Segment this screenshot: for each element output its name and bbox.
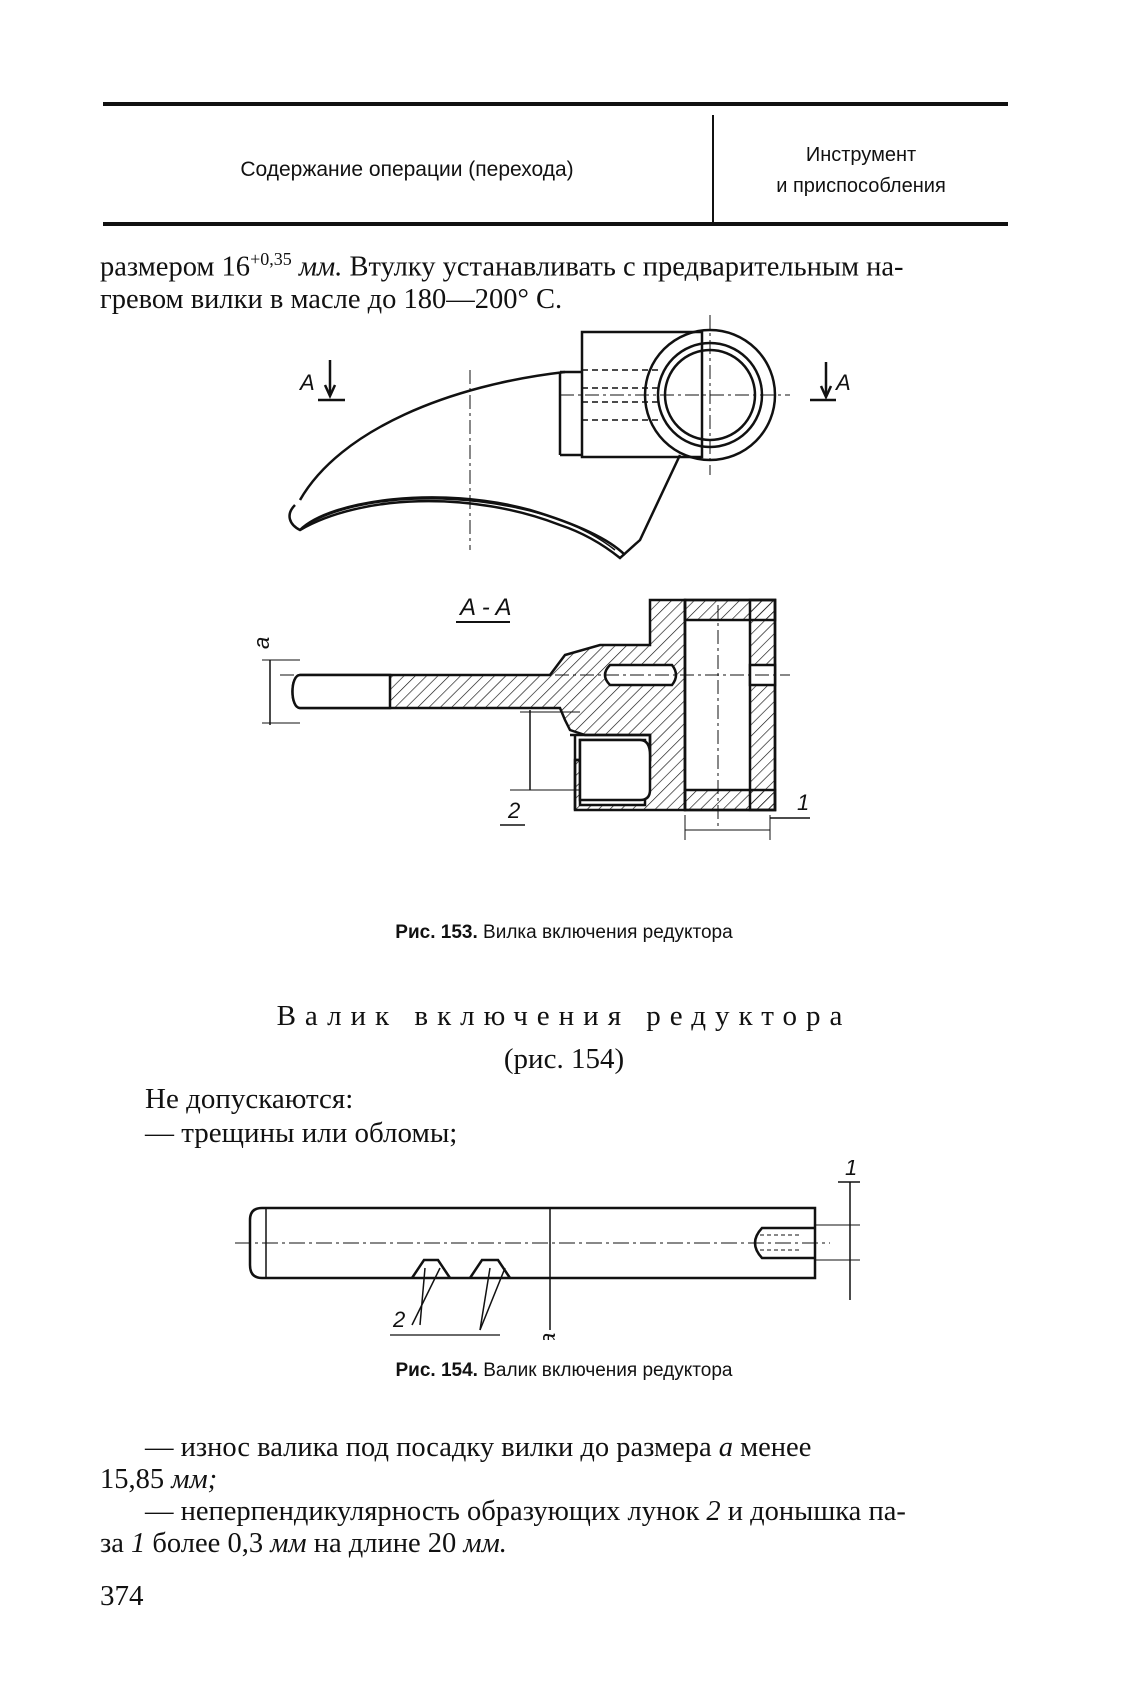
header-top-rule — [103, 102, 1008, 106]
defect-item-3: — неперпендикулярность образующих лунок … — [100, 1496, 1010, 1560]
defect-item-2-line-1: — износ валика под посадку вилки до разм… — [145, 1432, 812, 1463]
header-bottom-rule — [103, 222, 1008, 226]
header-column-divider — [712, 115, 714, 223]
fig153-label-2: 2 — [507, 798, 520, 823]
fig154-caption: Рис. 154. Валик включения редуктора — [395, 1360, 733, 1381]
section-mark-left: A — [298, 370, 315, 395]
defect-item-3-line-2: за 1 более 0,3 мм на длине 20 мм. — [100, 1528, 507, 1559]
not-allowed-heading: Не допускаются: — [145, 1083, 354, 1115]
fig153-label-1: 1 — [797, 790, 809, 815]
section-mark-right: A — [834, 370, 851, 395]
intro-line-2: гревом вилки в масле до 180—200° С. — [100, 283, 563, 315]
section-subtitle: (рис. 154) — [503, 1043, 625, 1075]
section-title: Валик включения редуктора — [276, 1000, 852, 1032]
header-tools: Инструмент и приспособления — [776, 144, 946, 197]
intro-paragraph: размером 16+0,35 мм. Втулку устанавливат… — [100, 243, 1010, 316]
header-operation-content: Содержание операции (перехода) — [240, 158, 574, 181]
defect-item-2: — износ валика под посадку вилки до разм… — [100, 1432, 1010, 1496]
fig154-drawing: a 1 2 — [235, 1160, 860, 1340]
section-label: A - A — [458, 594, 512, 621]
intro-line-1: размером 16+0,35 мм. Втулку устанавливат… — [100, 249, 904, 283]
fig153-drawing: A A A - A a 2 1 — [249, 315, 851, 840]
fig153-label-a: a — [249, 637, 274, 649]
defect-item-3-line-1: — неперпендикулярность образующих лунок … — [145, 1496, 906, 1527]
defect-item-1: — трещины или обломы; — [145, 1117, 458, 1149]
fig154-label-a: a — [535, 1333, 560, 1340]
fig153-caption: Рис. 153. Вилка включения редуктора — [395, 922, 733, 943]
fig154-label-2: 2 — [392, 1307, 405, 1332]
fig154-label-1: 1 — [845, 1160, 857, 1180]
page-number: 374 — [100, 1580, 144, 1612]
defect-item-2-line-2: 15,85 мм; — [100, 1464, 218, 1495]
